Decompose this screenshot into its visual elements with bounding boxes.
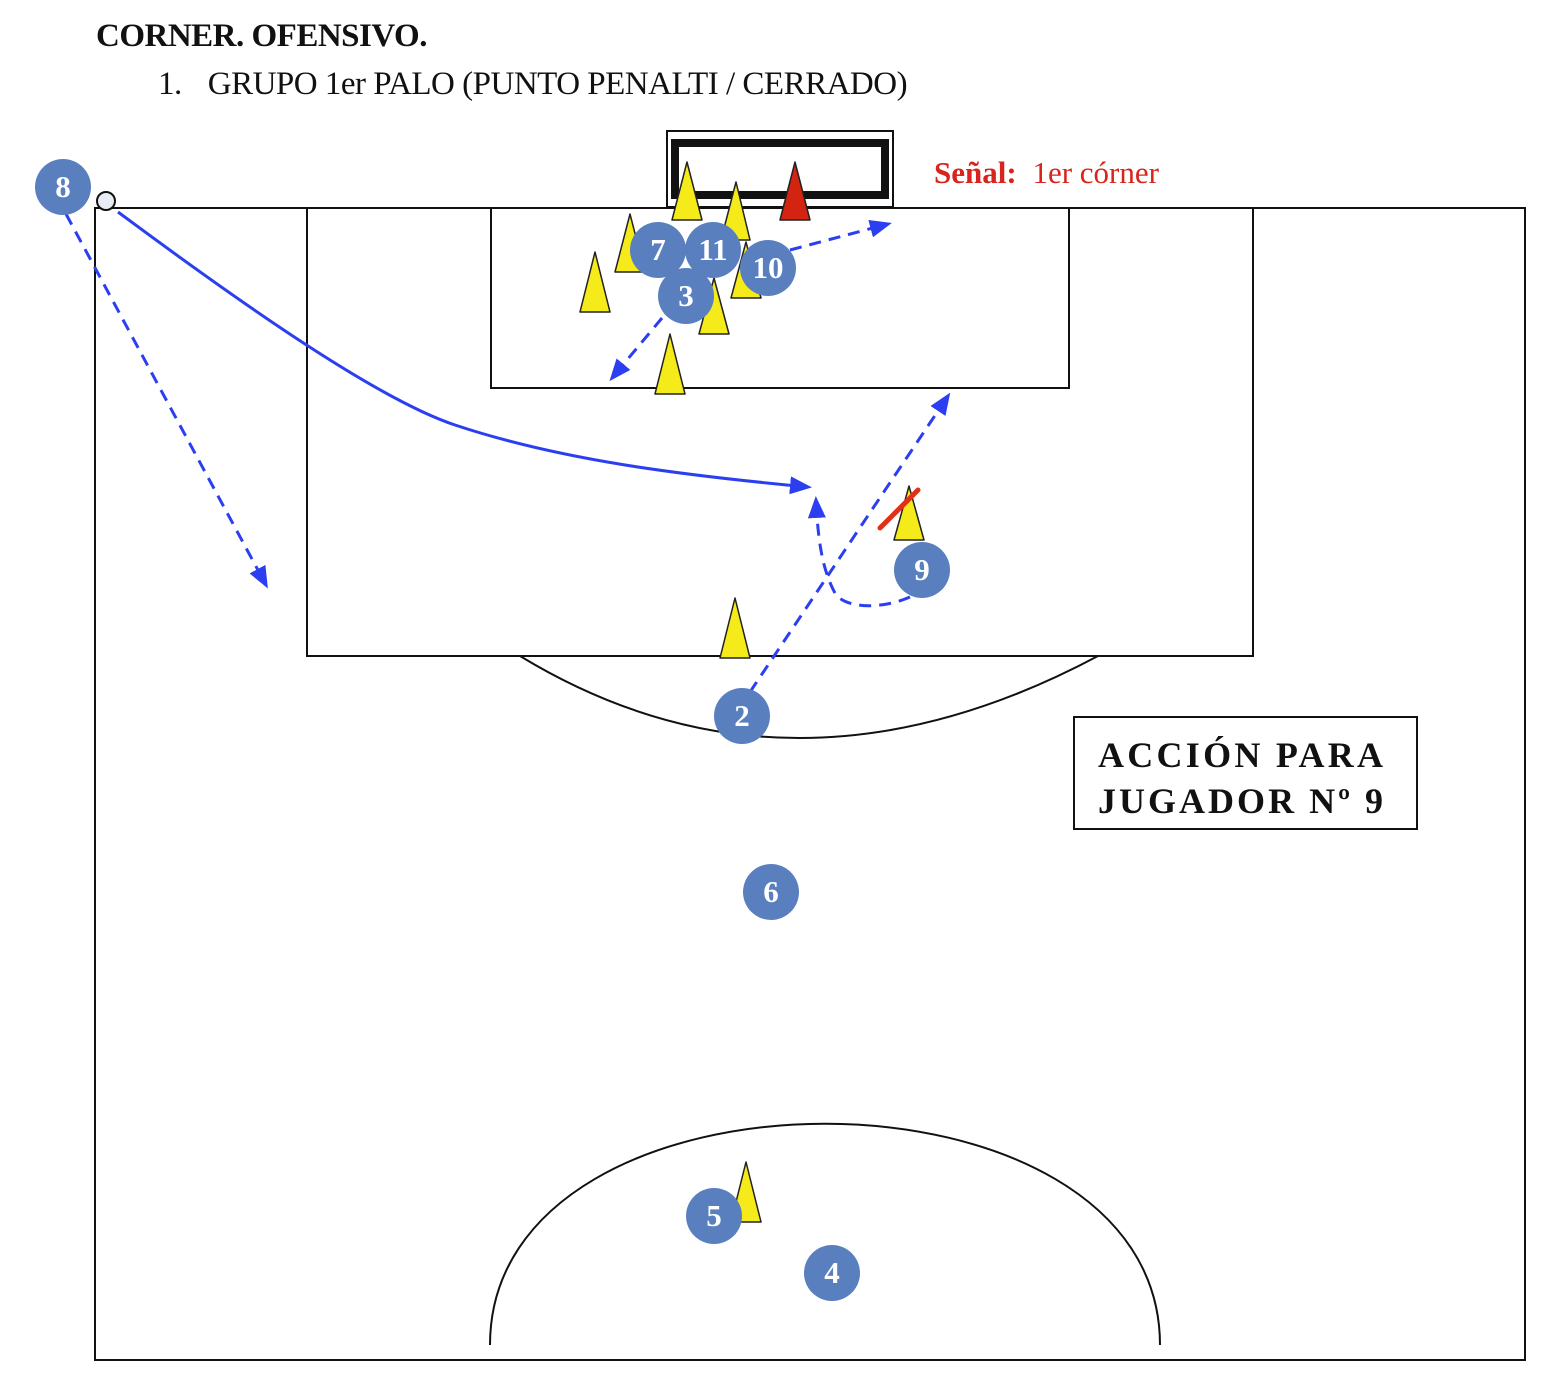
- run-player-3: [609, 317, 664, 382]
- center-circle: [489, 1122, 1161, 1346]
- diagram-subtitle: 1. GRUPO 1er PALO (PUNTO PENALTI / CERRA…: [158, 66, 908, 103]
- player-number: 11: [698, 232, 727, 267]
- player-4: 4: [804, 1245, 860, 1301]
- player-2: 2: [714, 688, 770, 744]
- player-7: 7: [630, 222, 686, 278]
- player-9: 9: [894, 542, 950, 598]
- subtitle-number: 1.: [158, 66, 182, 102]
- diagram-title: CORNER. OFENSIVO.: [96, 18, 427, 54]
- ball-icon: [96, 191, 116, 211]
- run-player-8: [64, 213, 268, 589]
- cone-icon: [579, 251, 611, 313]
- run-player-10: [789, 219, 892, 252]
- player-3: 3: [658, 268, 714, 324]
- block-mark: [877, 487, 921, 531]
- signal-label-key: Señal:: [934, 155, 1017, 190]
- goal-area: [490, 207, 1070, 389]
- player-number: 5: [706, 1198, 722, 1233]
- player-5: 5: [686, 1188, 742, 1244]
- cone-icon: [654, 333, 686, 395]
- player-6: 6: [743, 864, 799, 920]
- cone-icon: [719, 597, 751, 659]
- penalty-arc: [519, 655, 1099, 739]
- player-11: 11: [685, 222, 741, 278]
- player-number: 2: [734, 698, 750, 733]
- player-number: 3: [678, 278, 694, 313]
- action-box: ACCIÓN PARA JUGADOR Nº 9: [1073, 716, 1418, 830]
- player-number: 6: [763, 874, 779, 909]
- player-8: 8: [35, 159, 91, 215]
- signal-label-value: 1er córner: [1032, 155, 1159, 190]
- signal-cone-icon: [779, 161, 811, 221]
- cone-icon: [671, 161, 703, 221]
- pass-trajectory: [117, 210, 812, 495]
- cone-icon: [893, 485, 925, 541]
- subtitle-text: GRUPO 1er PALO (PUNTO PENALTI / CERRADO): [207, 66, 908, 102]
- player-number: 8: [55, 169, 71, 204]
- action-box-line1: ACCIÓN PARA: [1098, 735, 1383, 775]
- action-box-line2: JUGADOR Nº 9: [1098, 781, 1383, 821]
- run-player-9: [807, 496, 911, 608]
- movement-arrows: [64, 210, 951, 693]
- player-number: 10: [753, 250, 784, 285]
- player-number: 7: [650, 232, 666, 267]
- signal-label: Señal: 1er córner: [934, 155, 1160, 190]
- goal: [666, 130, 894, 208]
- player-number: 9: [914, 552, 930, 587]
- player-10: 10: [740, 240, 796, 296]
- players: 8 7 11 10 3 9 2 6: [35, 159, 950, 1301]
- player-number: 4: [824, 1255, 840, 1290]
